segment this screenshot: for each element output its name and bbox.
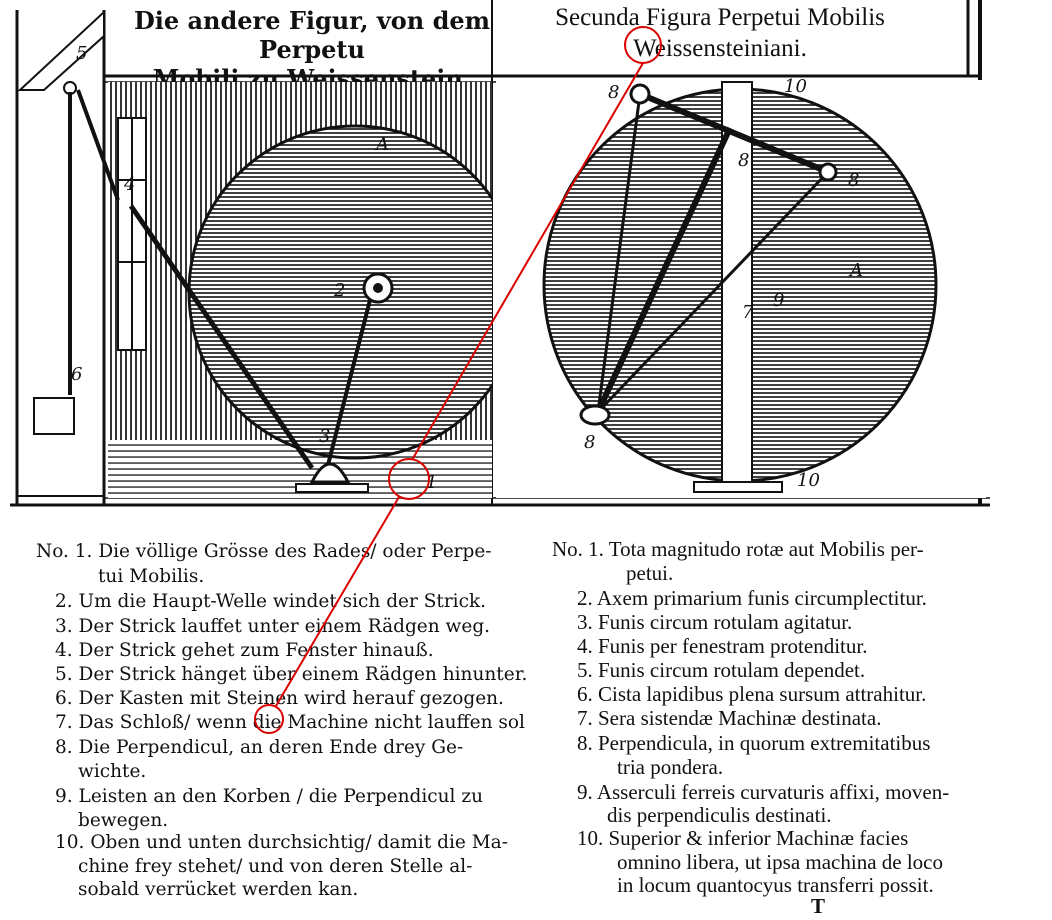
label-10-bottom: 10 [797, 470, 820, 491]
label-5: 5 [76, 43, 87, 64]
label-10-top: 10 [784, 76, 807, 97]
de-item-10-cont-1: chine frey stehet/ und von deren Stelle … [78, 856, 473, 877]
de-item-1-cont: tui Mobilis. [98, 566, 205, 587]
la-item-5: 5. Funis circum rotulam dependet. [577, 658, 866, 682]
label-2: 2 [333, 280, 345, 301]
label-8-right: 8 [848, 170, 859, 191]
de-item-7: 7. Das Schloß/ wenn die Machine nicht la… [55, 712, 525, 733]
label-4: 4 [123, 174, 135, 195]
la-item-4: 4. Funis per fenestram protenditur. [577, 634, 868, 658]
label-3: 3 [319, 426, 330, 447]
la-item-6: 6. Cista lapidibus plena sursum attrahit… [577, 682, 927, 706]
left-figure-labels: 5 4 6 A 2 3 1 [71, 43, 437, 493]
label-A-left: A [374, 134, 389, 155]
label-7-right: 7 [742, 302, 754, 323]
la-item-9: 9. Asserculi ferreis curvaturis affixi, … [577, 780, 950, 804]
de-item-8: 8. Die Perpendicul, an deren Ende drey G… [55, 737, 464, 758]
la-item-10-cont-2: in locum quantocyus transferri possit. [617, 873, 934, 897]
la-item-9-cont: dis perpendiculis destinati. [607, 803, 832, 827]
de-item-8-cont: wichte. [78, 761, 147, 782]
la-item-8: 8. Perpendicula, in quorum extremitatibu… [577, 731, 931, 755]
signature-mark: T [811, 894, 826, 918]
label-A-right: A [848, 260, 863, 281]
de-item-10: 10. Oben und unten durchsichtig/ damit d… [55, 832, 508, 853]
de-item-10-cont-2: sobald verrücket werden kan. [78, 879, 359, 900]
la-item-7: 7. Sera sistendæ Machinæ destinata. [577, 706, 882, 730]
la-item-2: 2. Axem primarium funis circumplectitur. [577, 586, 927, 610]
latin-title-line-2: Weissensteiniani. [633, 35, 807, 62]
la-item-10: 10. Superior & inferior Machinæ facies [577, 826, 909, 850]
la-item-10-cont-1: omnino libera, ut ipsa machina de loco [617, 850, 943, 874]
de-item-9-cont: bewegen. [78, 810, 169, 831]
german-title-line-1: Die andere Figur, von dem Perpetu [133, 6, 491, 64]
de-item-9: 9. Leisten an den Korben / die Perpendic… [55, 786, 483, 807]
left-rope-system [17, 9, 120, 435]
la-item-3: 3. Funis circum rotulam agitatur. [577, 610, 853, 634]
pulley-3 [309, 462, 351, 484]
latin-title: Secunda Figura Perpetui Mobilis Weissens… [510, 2, 930, 64]
stone-box [33, 397, 75, 435]
label-6: 6 [71, 364, 82, 385]
la-item-1-cont: petui. [626, 561, 674, 585]
label-1: 1 [426, 472, 437, 493]
la-item-8-cont: tria pondera. [617, 755, 724, 779]
center-post [721, 81, 753, 493]
latin-title-line-1: Secunda Figura Perpetui Mobilis [555, 4, 885, 31]
label-8-mid: 8 [738, 150, 749, 171]
label-9: 9 [773, 290, 784, 311]
la-item-1: No. 1. Tota magnitudo rotæ aut Mobilis p… [552, 537, 924, 561]
